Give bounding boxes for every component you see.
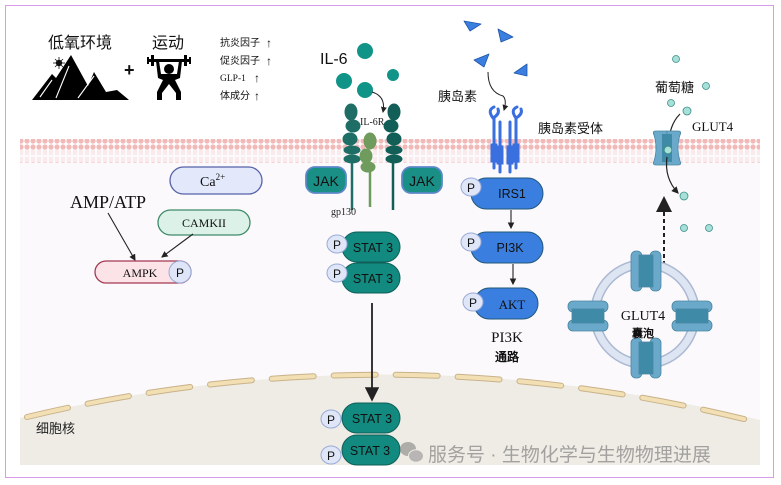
il6-molecules: [336, 43, 399, 98]
svg-text:PI3K: PI3K: [496, 241, 524, 255]
up-arrow-icon: ↑: [254, 71, 260, 85]
glut4-label: GLUT4: [692, 119, 734, 134]
camkii-to-ampk-arrow: [161, 233, 194, 258]
il6-binding-arrow: [371, 91, 387, 113]
amp-atp-ratio-label: AMP/ATP: [70, 192, 146, 212]
svg-text:P: P: [467, 236, 475, 250]
insulin-receptor: [488, 105, 523, 174]
svg-text:P: P: [333, 238, 341, 252]
il6-label: IL-6: [320, 51, 348, 68]
glut4-vesicle: GLUT4 囊泡: [567, 250, 713, 379]
glucose-uptake-arrow: [665, 156, 679, 194]
gp130-receptor-right: [383, 103, 403, 210]
vesicle-label: GLUT4: [621, 309, 665, 324]
phospho-badge: [320, 409, 342, 429]
glut4-transporter: [567, 250, 713, 379]
gp130-label: gp130: [331, 207, 356, 218]
svg-text:P: P: [176, 266, 184, 280]
svg-text:P: P: [467, 181, 475, 195]
vesicle-sublabel: 囊泡: [631, 326, 654, 340]
il6r-label: IL-6R: [360, 117, 385, 128]
gp130-receptor-left: [342, 103, 361, 210]
svg-text:JAK: JAK: [313, 173, 339, 189]
phospho-badge: [168, 260, 192, 284]
svg-text:Ca2+: Ca2+: [200, 172, 225, 190]
stat3-node: STAT 3 P: [326, 262, 401, 294]
irs1-node: IRS1 P: [460, 177, 544, 210]
svg-text:AMPK: AMPK: [123, 266, 158, 280]
svg-text:AKT: AKT: [499, 297, 526, 312]
pi3k-node: PI3K P: [460, 231, 544, 264]
phospho-badge: [460, 232, 482, 252]
svg-text:JAK: JAK: [409, 173, 435, 189]
svg-text:服务号 · 生物化学与生物物理进展: 服务号 · 生物化学与生物物理进展: [428, 444, 711, 466]
glut4-transporter: [652, 130, 682, 166]
weightlifter-icon: [147, 55, 191, 100]
hypoxia-label: 低氧环境: [48, 33, 112, 52]
insulin-molecules: [463, 20, 528, 77]
glucose-label: 葡萄糖: [655, 80, 694, 95]
stat3-nuclear-node: STAT 3 P: [320, 434, 401, 466]
calcium-node: Ca2+: [169, 166, 263, 195]
phospho-badge: [320, 445, 342, 465]
nucleus-label: 细胞核: [36, 421, 75, 436]
up-arrow-icon: ↑: [266, 36, 272, 50]
effect-label: 促炎因子: [220, 54, 260, 67]
svg-text:P: P: [333, 267, 341, 281]
exercise-label: 运动: [152, 34, 184, 52]
stat3-node: STAT 3 P: [326, 231, 401, 263]
effect-label: GLP-1: [220, 74, 246, 84]
svg-text:STAT 3: STAT 3: [353, 272, 393, 286]
phospho-badge: [460, 177, 482, 197]
akt-node: AKT P: [462, 287, 539, 320]
camkii-node: CAMKII: [157, 209, 251, 236]
amp-to-ampk-arrow: [107, 212, 136, 261]
jak-left: JAK: [305, 166, 347, 194]
svg-text:CAMKII: CAMKII: [182, 216, 226, 230]
wechat-icon: [400, 442, 424, 463]
effect-label: 体成分: [220, 90, 250, 102]
watermark: 服务号 · 生物化学与生物物理进展: [400, 442, 711, 466]
jak-right: JAK: [401, 166, 443, 194]
phospho-badge: [462, 292, 484, 312]
pi3k-pathway-label: PI3K: [491, 330, 523, 346]
insulin-binding-arrow: [487, 71, 509, 111]
svg-text:P: P: [327, 413, 335, 427]
il6-receptor: [359, 132, 377, 207]
phospho-badge: [326, 234, 348, 254]
insulin-receptor-label: 胰岛素受体: [538, 121, 603, 136]
up-arrow-icon: ↑: [266, 54, 272, 68]
svg-text:P: P: [469, 296, 477, 310]
up-arrow-icon: ↑: [254, 89, 260, 103]
svg-text:STAT 3: STAT 3: [350, 444, 390, 458]
ampk-node: AMPK P: [94, 260, 192, 284]
phospho-badge: [326, 263, 348, 283]
svg-text:P: P: [327, 449, 335, 463]
stat3-nuclear-node: STAT 3 P: [320, 402, 401, 434]
effects-list: 抗炎因子 ↑ 促炎因子 ↑ GLP-1 ↑ 体成分 ↑: [220, 36, 272, 103]
plus-sign: +: [124, 60, 135, 80]
glucose-molecules: [667, 55, 713, 232]
pi3k-pathway-sublabel: 通路: [495, 349, 520, 364]
effect-label: 抗炎因子: [220, 36, 260, 49]
svg-text:STAT 3: STAT 3: [353, 241, 393, 255]
insulin-label: 胰岛素: [438, 89, 477, 104]
svg-text:IRS1: IRS1: [498, 187, 526, 201]
mountain-icon: [32, 55, 129, 100]
svg-text:STAT 3: STAT 3: [352, 412, 392, 426]
